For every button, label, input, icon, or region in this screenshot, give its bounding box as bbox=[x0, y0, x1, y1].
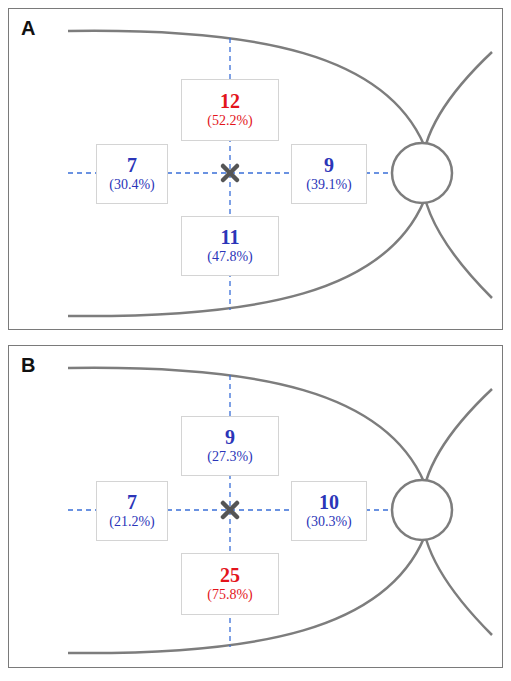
count-number: 7 bbox=[127, 491, 137, 514]
center-cross bbox=[223, 503, 237, 517]
count-number: 10 bbox=[319, 491, 339, 514]
count-number: 9 bbox=[225, 426, 235, 449]
count-box: 10(30.3%) bbox=[291, 481, 367, 541]
count-number: 12 bbox=[220, 90, 240, 113]
percent-value: (39.1%) bbox=[306, 177, 352, 194]
count-number: 9 bbox=[324, 154, 334, 177]
lower-lid bbox=[68, 201, 424, 316]
count-number: 11 bbox=[221, 226, 240, 249]
disc-circle bbox=[392, 480, 452, 540]
eye-outline-b bbox=[68, 368, 492, 653]
panel-letter: A bbox=[21, 17, 35, 40]
count-box: 7(30.4%) bbox=[96, 144, 168, 204]
percent-value: (52.2%) bbox=[207, 113, 253, 130]
eye-outline-a bbox=[68, 31, 492, 316]
count-box: 7(21.2%) bbox=[96, 481, 168, 541]
percent-value: (47.8%) bbox=[207, 249, 253, 266]
percent-value: (30.4%) bbox=[109, 177, 155, 194]
count-box: 12(52.2%) bbox=[181, 79, 279, 141]
figure-panel: B9(27.3%)7(21.2%)10(30.3%)25(75.8%) bbox=[8, 345, 503, 668]
cross-stroke bbox=[223, 503, 237, 517]
cross-stroke bbox=[223, 503, 237, 517]
count-number: 7 bbox=[127, 154, 137, 177]
percent-value: (30.3%) bbox=[306, 514, 352, 531]
upper-lid bbox=[68, 31, 424, 145]
figure-panel: A12(52.2%)7(30.4%)9(39.1%)11(47.8%) bbox=[8, 8, 503, 330]
percent-value: (21.2%) bbox=[109, 514, 155, 531]
axis-lines-b bbox=[68, 375, 392, 647]
count-box: 9(27.3%) bbox=[181, 416, 279, 476]
count-number: 25 bbox=[220, 564, 240, 587]
disc-circle bbox=[392, 143, 452, 203]
cross-stroke bbox=[223, 166, 237, 180]
upper-lid bbox=[68, 368, 424, 482]
center-cross bbox=[223, 166, 237, 180]
percent-value: (75.8%) bbox=[207, 587, 253, 604]
panel-letter: B bbox=[21, 354, 35, 377]
lower-lid bbox=[68, 538, 424, 653]
axis-lines-a bbox=[68, 38, 392, 310]
percent-value: (27.3%) bbox=[207, 449, 253, 466]
count-box: 11(47.8%) bbox=[181, 216, 279, 276]
count-box: 9(39.1%) bbox=[291, 144, 367, 204]
count-box: 25(75.8%) bbox=[181, 553, 279, 615]
cross-stroke bbox=[223, 166, 237, 180]
